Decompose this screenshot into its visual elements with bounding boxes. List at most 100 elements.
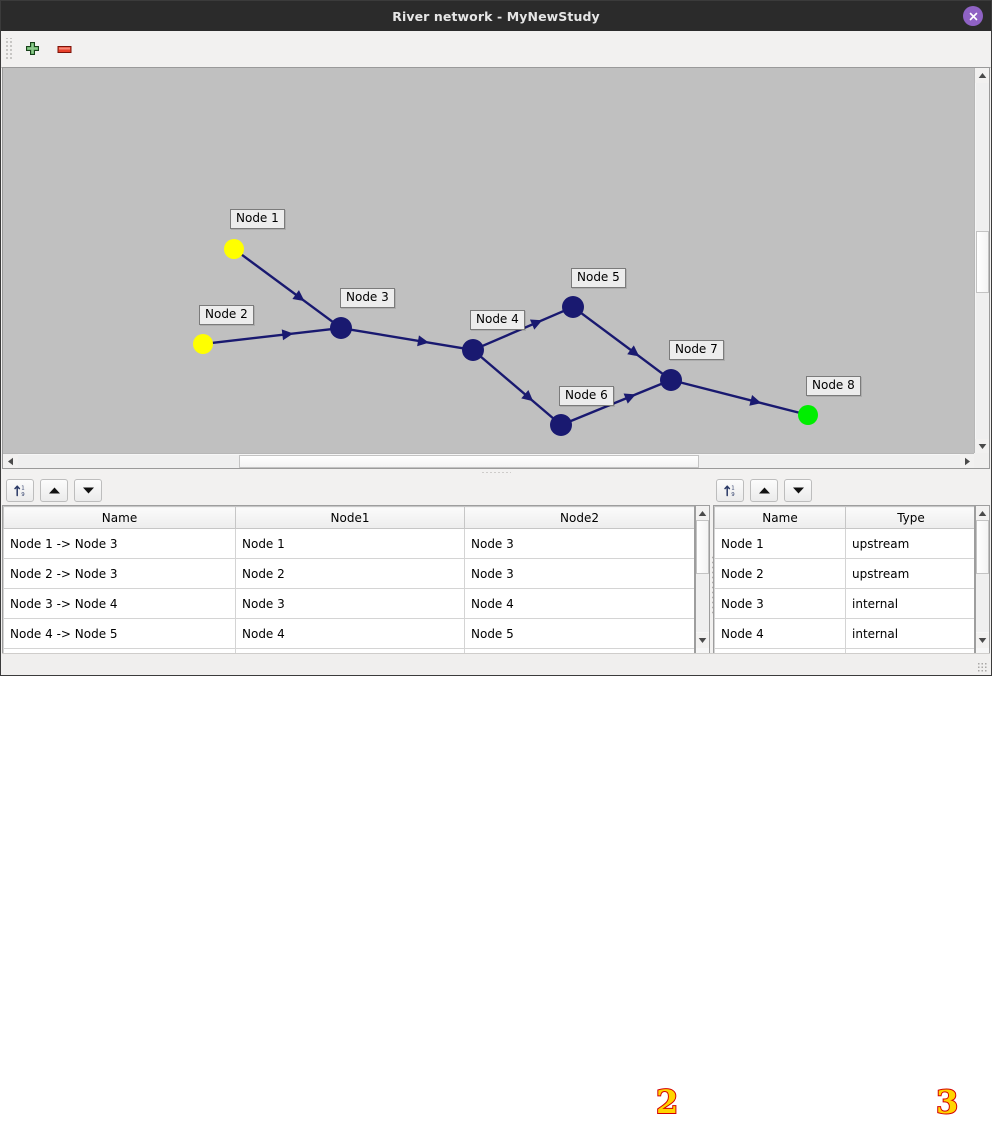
move-down-icon[interactable] [784, 478, 812, 502]
network-graph-panel[interactable]: Node 1 Node 2 Node 3 Node 4 Node 5 Node 6 Node… [2, 67, 990, 469]
graph-node-label-node3[interactable]: Node 3 [340, 288, 395, 308]
nodes-row-cell[interactable]: upstream [845, 528, 974, 559]
graph-node-label-node8[interactable]: Node 8 [806, 376, 861, 396]
graph-node-label-node4[interactable]: Node 4 [470, 310, 525, 330]
graph-edge[interactable] [580, 312, 664, 375]
nodes-row-cell[interactable]: internal [845, 588, 974, 619]
green-plus-icon[interactable] [19, 36, 45, 62]
nodes-scroll-up-button[interactable] [976, 506, 989, 521]
graph-edge[interactable] [350, 328, 464, 350]
graph-hscroll-thumb[interactable] [239, 455, 699, 468]
reaches-row-cell[interactable]: Node 5 [464, 618, 694, 649]
graph-node-label-node5[interactable]: Node 5 [571, 268, 626, 288]
main-toolbar [1, 31, 991, 68]
status-bar [2, 653, 990, 675]
graph-node-node5[interactable] [562, 296, 584, 318]
graph-node-node6[interactable] [550, 414, 572, 436]
reaches-vscroll-thumb[interactable] [696, 520, 709, 574]
reaches-row-cell[interactable]: Node 1 [235, 528, 465, 559]
nodes-vscroll-thumb[interactable] [976, 520, 989, 574]
reaches-row-cell[interactable]: Node 4 -> Node 5 [3, 618, 236, 649]
reaches-row-cell[interactable]: Node 1 -> Node 3 [3, 528, 236, 559]
sort-ascending-icon[interactable]: 1 9 [6, 478, 34, 502]
edge-arrow-icon [281, 329, 294, 341]
sort-ascending-icon[interactable]: 1 9 [716, 478, 744, 502]
svg-text:1: 1 [21, 485, 24, 491]
reaches-scroll-down-button[interactable] [696, 633, 709, 648]
graph-horizontal-scrollbar[interactable] [3, 453, 975, 468]
horizontal-splitter[interactable] [2, 469, 990, 475]
svg-text:1: 1 [731, 485, 734, 491]
reaches-row-cell[interactable]: Node 3 [235, 588, 465, 619]
graph-node-node2[interactable] [193, 334, 213, 354]
red-minus-icon[interactable] [51, 36, 77, 62]
reaches-row-cell[interactable]: Node 3 [464, 528, 694, 559]
reaches-row-cell[interactable]: Node 4 [464, 588, 694, 619]
graph-node-node7[interactable] [660, 369, 682, 391]
reaches-vertical-scrollbar[interactable] [695, 505, 710, 661]
nodes-row-cell[interactable]: internal [845, 618, 974, 649]
nodes-row-cell[interactable]: Node 1 [714, 528, 846, 559]
reaches-row-cell[interactable]: Node 2 [235, 558, 465, 589]
toolbar-grip[interactable] [4, 38, 13, 60]
reaches-scroll-up-button[interactable] [696, 506, 709, 521]
graph-node-label-node1[interactable]: Node 1 [230, 209, 285, 229]
move-up-icon[interactable] [40, 478, 68, 502]
move-up-icon[interactable] [750, 478, 778, 502]
nodes-row-cell[interactable]: Node 3 [714, 588, 846, 619]
graph-vertical-scrollbar[interactable] [974, 68, 989, 454]
graph-node-node3[interactable] [330, 317, 352, 339]
reaches-row-cell[interactable]: Node 3 [464, 558, 694, 589]
graph-node-label-node7[interactable]: Node 7 [669, 340, 724, 360]
nodes-row-cell[interactable]: Node 2 [714, 558, 846, 589]
nodes-vertical-scrollbar[interactable] [975, 505, 990, 661]
reaches-row-cell[interactable]: Node 4 [235, 618, 465, 649]
graph-canvas[interactable]: Node 1 Node 2 Node 3 Node 4 Node 5 Node 6 Node… [3, 68, 975, 454]
title-bar: River network - MyNewStudy [1, 1, 991, 32]
graph-edge[interactable] [680, 381, 800, 414]
graph-edge[interactable] [240, 253, 334, 324]
graph-node-label-node2[interactable]: Node 2 [199, 305, 254, 325]
nodes-row-cell[interactable]: Node 4 [714, 618, 846, 649]
close-icon[interactable] [963, 6, 983, 26]
column-header-type[interactable]: Type [845, 506, 974, 529]
column-header-name[interactable]: Name [3, 506, 236, 529]
column-header-node2[interactable]: Node2 [464, 506, 694, 529]
graph-edge[interactable] [211, 327, 332, 345]
edge-arrow-icon [521, 389, 534, 402]
column-header-node1[interactable]: Node1 [235, 506, 465, 529]
column-header-name[interactable]: Name [714, 506, 846, 529]
graph-node-node4[interactable] [462, 339, 484, 361]
window-title: River network - MyNewStudy [392, 8, 600, 24]
graph-node-label-node6[interactable]: Node 6 [559, 386, 614, 406]
graph-vscroll-thumb[interactable] [976, 231, 989, 293]
graph-node-node1[interactable] [224, 239, 244, 259]
nodes-scroll-down-button[interactable] [976, 633, 989, 648]
reaches-row-cell[interactable]: Node 2 -> Node 3 [3, 558, 236, 589]
nodes-row-cell[interactable]: upstream [845, 558, 974, 589]
scroll-down-button[interactable] [975, 439, 989, 454]
scroll-right-button[interactable] [960, 454, 975, 468]
reaches-row-cell[interactable]: Node 3 -> Node 4 [3, 588, 236, 619]
graph-edge[interactable] [569, 382, 663, 423]
resize-grip[interactable] [977, 662, 987, 672]
graph-edge[interactable] [479, 355, 555, 420]
nodes-toolbar: 1 9 [716, 475, 812, 505]
scroll-up-button[interactable] [975, 68, 989, 83]
graph-node-node8[interactable] [798, 405, 818, 425]
scroll-left-button[interactable] [3, 454, 18, 468]
move-down-icon[interactable] [74, 478, 102, 502]
